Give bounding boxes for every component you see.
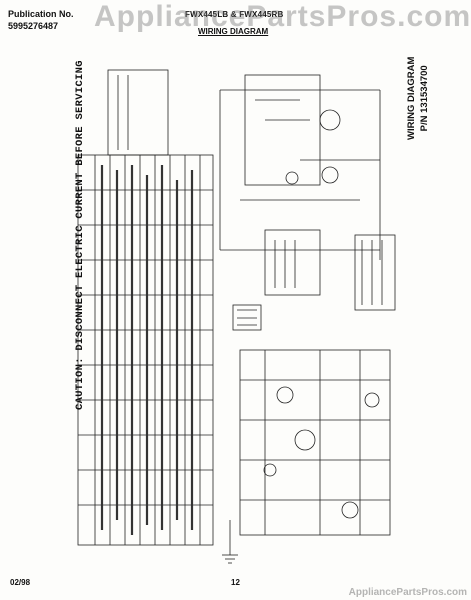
caution-heading: CAUTION: DISCONNECT ELECTRIC CURRENT BEF… bbox=[74, 60, 86, 410]
publication-label: Publication No. bbox=[8, 9, 74, 19]
wiring-diagram-label: WIRING DIAGRAM bbox=[406, 56, 417, 140]
connector-block bbox=[232, 304, 262, 331]
watermark-bottom: AppliancePartsPros.com bbox=[348, 587, 467, 598]
publication-number: 5995276487 bbox=[8, 21, 59, 31]
lower-circuit bbox=[239, 349, 391, 536]
wiring-diagram-part-title: WIRING DIAGRAM P/N 131534700 bbox=[405, 57, 431, 140]
publication-info: Publication No. 5995276487 bbox=[8, 8, 74, 32]
cycle-chart-bars bbox=[100, 165, 194, 535]
page-number: 12 bbox=[231, 578, 240, 587]
watermark-top: AppliancePartsPros.com bbox=[94, 0, 471, 33]
timer-legend-box bbox=[264, 229, 321, 296]
model-numbers: FWX445LB & FWX445RB bbox=[185, 10, 284, 19]
cycle-chart-grid bbox=[77, 154, 214, 546]
ground-symbol bbox=[222, 520, 238, 564]
switch-legend-box bbox=[354, 234, 396, 311]
diagram-title: WIRING DIAGRAM bbox=[198, 27, 269, 36]
motor-circuit bbox=[219, 74, 381, 260]
part-number: P/N 131534700 bbox=[419, 65, 430, 132]
footer-date: 02/98 bbox=[10, 578, 31, 587]
